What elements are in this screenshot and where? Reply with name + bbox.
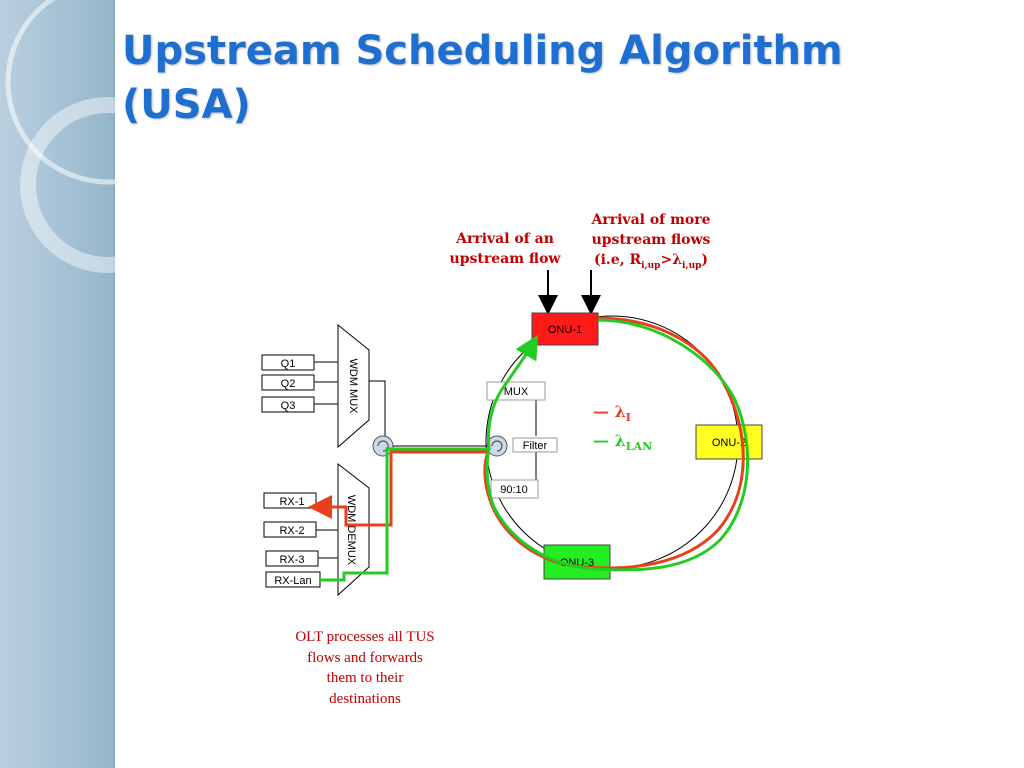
title-line-2: (USA): [122, 82, 251, 128]
splitter-box: [490, 479, 539, 499]
rx-label-2: RX-2: [279, 525, 304, 537]
annotation-single-flow: Arrival of an upstream flow: [449, 231, 561, 267]
onu-1-box: [531, 312, 599, 346]
onu-2-label: ONU-2: [712, 437, 746, 449]
rx-label-3: RX-3: [279, 554, 304, 566]
receiver-group: RX-1 RX-2 RX-3 RX-Lan: [263, 492, 338, 588]
ring-mux-box: [486, 381, 546, 401]
wdm-demux: [337, 462, 370, 597]
slide-title: Upstream Scheduling Algorithm (USA): [122, 24, 1002, 132]
queue-label-q1: Q1: [281, 358, 296, 370]
wdm-demux-label: WDM DEMUX: [345, 495, 357, 566]
rx-label-lan: RX-Lan: [274, 575, 311, 587]
annotation-more-flows: Arrival of more upstream flows (i.e, Ri,…: [591, 212, 711, 271]
onu-1-label: ONU-1: [548, 324, 582, 336]
queue-label-q2: Q2: [281, 378, 296, 390]
olt-caption: OLT processes all TUS flows and forwards…: [295, 629, 435, 707]
legend-lambda-lan: — λLAN: [593, 431, 653, 454]
lambda-i-path: [308, 316, 745, 570]
lambda-lan-path: [320, 318, 750, 582]
filter-box: [512, 437, 558, 453]
ring-mux-label: MUX: [504, 386, 529, 398]
wdm-mux: [337, 323, 370, 449]
onu-2-box: [695, 424, 763, 460]
queue-label-q3: Q3: [281, 400, 296, 412]
splitter-label: 90:10: [500, 484, 528, 496]
queue-group: Q1 Q2 Q3: [261, 354, 338, 413]
wdm-mux-label: WDM MUX: [347, 359, 359, 415]
rx-label-1: RX-1: [279, 496, 304, 508]
legend-lambda-i: — λI: [593, 402, 631, 425]
title-line-1: Upstream Scheduling Algorithm: [122, 28, 843, 74]
filter-label: Filter: [523, 440, 548, 452]
side-band-edge: [113, 0, 115, 768]
ring-circulator: [486, 435, 508, 457]
lambda-lan-return: [486, 334, 539, 450]
